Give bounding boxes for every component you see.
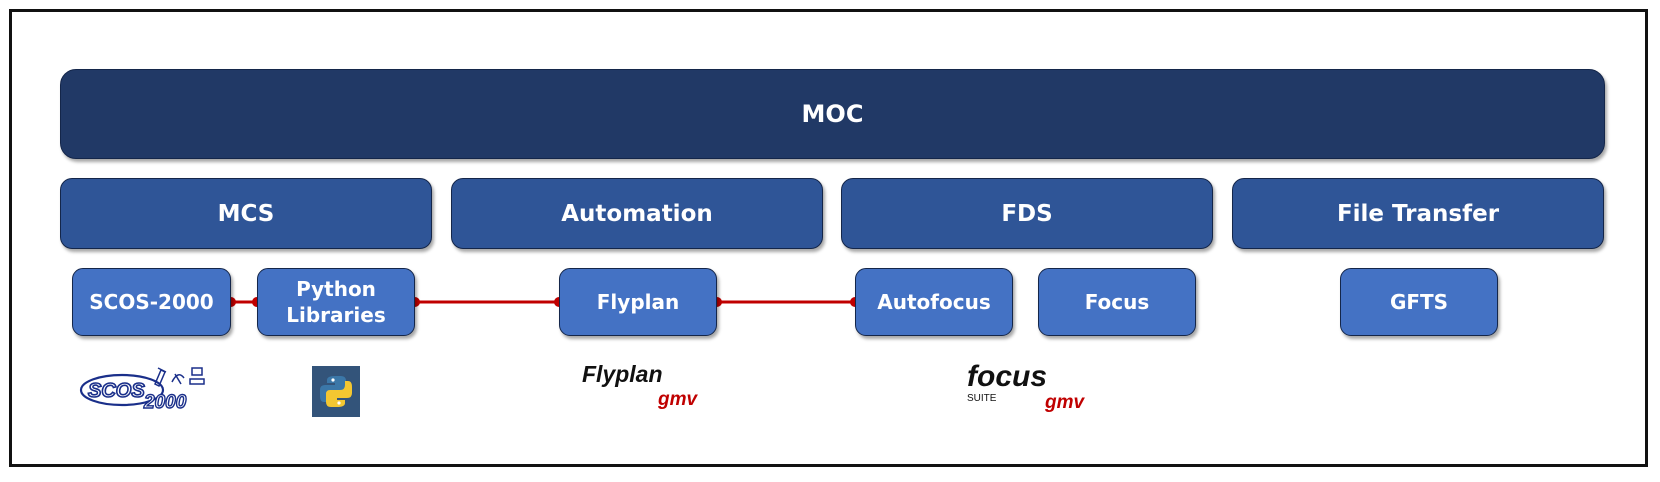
tool-box-scos-2000: SCOS-2000 (72, 268, 231, 336)
satellite-icon (154, 367, 205, 388)
moc-label: MOC (801, 100, 864, 128)
system-label-fds: FDS (1001, 200, 1053, 227)
moc-box: MOC (60, 69, 1605, 159)
svg-text:Flyplan: Flyplan (582, 361, 663, 387)
tool-label-gfts: GFTS (1389, 290, 1449, 314)
system-box-automation: Automation (451, 178, 823, 249)
tool-box-gfts: GFTS (1340, 268, 1498, 336)
svg-text:focus: focus (967, 362, 1047, 393)
svg-text:gmv: gmv (657, 389, 699, 410)
tool-label-scos-2000: SCOS-2000 (89, 290, 214, 314)
svg-text:gmv: gmv (1044, 392, 1086, 413)
tool-box-autofocus: Autofocus (855, 268, 1013, 336)
tool-box-focus: Focus (1038, 268, 1196, 336)
scos-2000-logo: SCOS 2000 (79, 367, 205, 414)
tool-label-python-libraries: Python Libraries (286, 277, 386, 327)
system-label-automation: Automation (561, 200, 713, 227)
tool-label-flyplan: Flyplan (596, 290, 680, 314)
svg-text:SUITE: SUITE (967, 393, 997, 404)
tool-label-autofocus: Autofocus (877, 290, 991, 314)
svg-text:SCOS: SCOS (88, 380, 145, 402)
system-label-file-transfer: File Transfer (1336, 200, 1500, 227)
flyplan-gmv-logo: Flyplan gmv (582, 361, 699, 410)
python-logo-icon (312, 366, 360, 417)
tool-label-focus: Focus (1084, 290, 1150, 314)
tool-box-python-libraries: Python Libraries (257, 268, 415, 336)
focus-suite-gmv-logo: focus SUITE gmv (967, 362, 1086, 413)
svg-text:2000: 2000 (143, 392, 187, 413)
system-box-fds: FDS (841, 178, 1213, 249)
system-label-mcs: MCS (217, 200, 275, 227)
tool-box-flyplan: Flyplan (559, 268, 717, 336)
system-box-mcs: MCS (60, 178, 432, 249)
system-box-file-transfer: File Transfer (1232, 178, 1604, 249)
